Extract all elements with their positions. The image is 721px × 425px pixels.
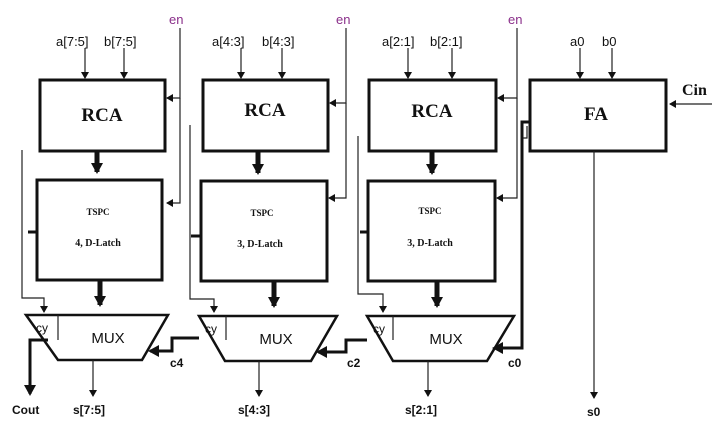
stage-3-rca-label: RCA bbox=[411, 101, 452, 122]
stage-3-input-b: b[2:1] bbox=[430, 34, 463, 49]
stage-1-mux bbox=[23, 313, 171, 362]
stage-3-enable-label: en bbox=[508, 12, 522, 27]
stage-1-enable-label: en bbox=[169, 12, 183, 27]
stage-2-input-a: a[4:3] bbox=[212, 34, 245, 49]
stage-3-input-a: a[2:1] bbox=[382, 34, 415, 49]
fa-input-a0: a0 bbox=[570, 34, 584, 49]
stage-2-mux bbox=[196, 314, 340, 363]
stage-2-latch-block bbox=[199, 179, 329, 283]
stage-2-latch-label: 3, D-Latch bbox=[237, 239, 283, 250]
stage-1: a[7:5] b[7:5] en RCA TSPC 4, D-Latch cy … bbox=[21, 12, 183, 417]
stage-1-latch-block bbox=[35, 178, 164, 282]
stage-1-rca-block bbox=[38, 78, 167, 153]
stage-3-rca-block bbox=[367, 78, 498, 153]
stage-1-latch-label: 4, D-Latch bbox=[75, 238, 121, 249]
fa-label: FA bbox=[584, 104, 608, 125]
stage-3-mux bbox=[364, 314, 517, 363]
stage-1-latch-type: TSPC bbox=[86, 207, 109, 217]
carry-c4-label: c4 bbox=[170, 356, 184, 370]
carry-in-label: Cin bbox=[682, 82, 707, 99]
carry-c2-label: c2 bbox=[347, 356, 361, 370]
stage-3-mux-select: cy bbox=[373, 322, 385, 336]
stage-2-mux-select: cy bbox=[205, 322, 217, 336]
stage-1-mux-select: cy bbox=[36, 321, 48, 335]
stage-2-rca-block bbox=[201, 78, 330, 153]
carry-c0-label: c0 bbox=[508, 356, 522, 370]
stage-3-output: s[2:1] bbox=[405, 403, 437, 417]
stage-1-rca-label: RCA bbox=[81, 105, 122, 126]
stage-2-enable-label: en bbox=[336, 12, 350, 27]
stage-1-mux-label: MUX bbox=[91, 330, 124, 347]
stage-2-mux-label: MUX bbox=[259, 331, 292, 348]
stage-2-rca-label: RCA bbox=[244, 100, 285, 121]
stage-3-latch-type: TSPC bbox=[418, 206, 441, 216]
stage-1-output: s[7:5] bbox=[73, 403, 105, 417]
stage-1-input-a: a[7:5] bbox=[56, 34, 89, 49]
stage-3-latch-block bbox=[366, 179, 497, 283]
stage-3: a[2:1] b[2:1] en RCA TSPC 3, D-Latch cy … bbox=[357, 12, 522, 417]
stage-3-mux-label: MUX bbox=[429, 331, 462, 348]
stage-2-input-b: b[4:3] bbox=[262, 34, 295, 49]
stage-2: a[4:3] b[4:3] en RCA TSPC 3, D-Latch cy … bbox=[189, 12, 350, 417]
stage-2-latch-type: TSPC bbox=[250, 208, 273, 218]
fa-input-b0: b0 bbox=[602, 34, 616, 49]
stage-3-latch-label: 3, D-Latch bbox=[407, 238, 453, 249]
stage-2-output: s[4:3] bbox=[238, 403, 270, 417]
full-adder: a0 b0 FA Cin s0 bbox=[528, 34, 712, 419]
stage-1-input-b: b[7:5] bbox=[104, 34, 137, 49]
carry-out-label: Cout bbox=[12, 403, 39, 417]
fa-block bbox=[528, 78, 668, 153]
fa-output-s0: s0 bbox=[587, 405, 601, 419]
